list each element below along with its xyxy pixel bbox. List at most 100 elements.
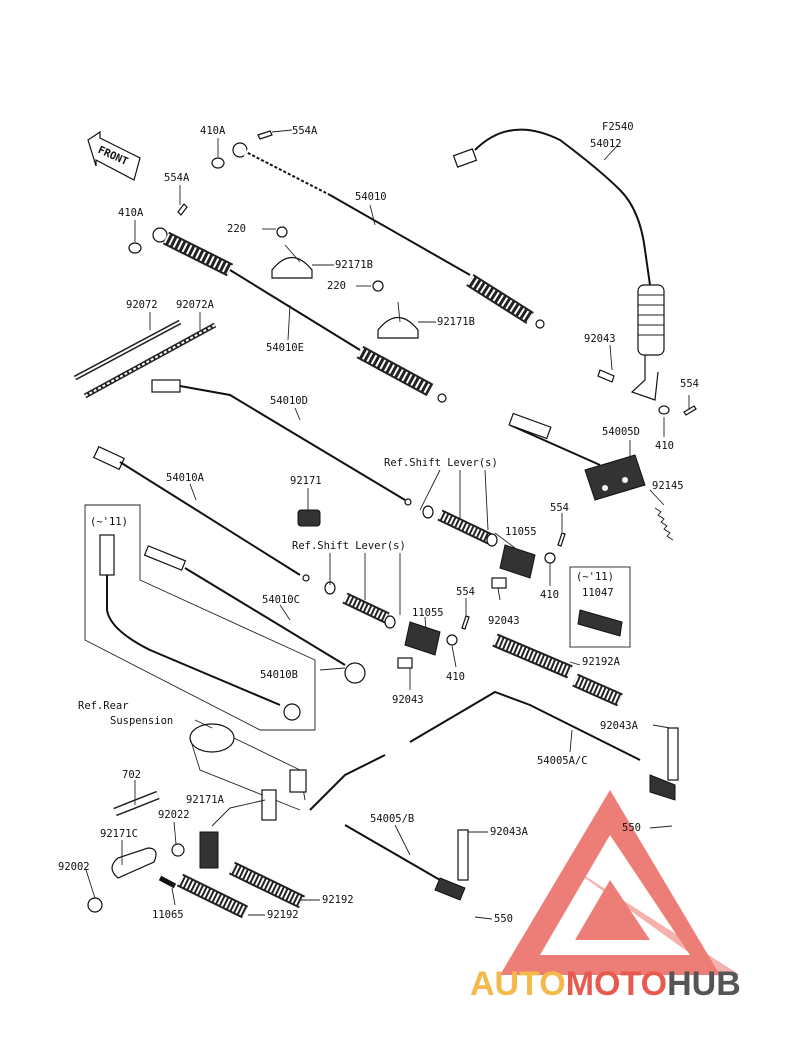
label-554-right: 554: [680, 378, 699, 390]
label-554A-mid: 554A: [164, 172, 190, 184]
pin-11065[interactable]: [158, 875, 177, 889]
label-92043A-b: 92043A: [490, 826, 529, 838]
label-410-low: 410: [446, 671, 465, 683]
cable-54010C[interactable]: [143, 545, 366, 684]
grommet-92171[interactable]: [297, 509, 321, 527]
label-220-a: 220: [227, 223, 246, 235]
pin-554A-top[interactable]: [257, 130, 273, 140]
label-92022: 92022: [158, 809, 190, 821]
label-54010A: 54010A: [166, 472, 205, 484]
bracket-92171C[interactable]: [199, 831, 219, 869]
automotohub-logo: [500, 790, 740, 975]
figure-code: F2540: [602, 121, 634, 133]
label-ref-shift-lever-1: Ref.Shift Lever(s): [384, 457, 498, 469]
cable-54005B[interactable]: [309, 754, 469, 901]
label-92171: 92171: [290, 475, 322, 487]
cable-tie-92072A[interactable]: [83, 322, 217, 399]
group-box-54010B: [84, 504, 316, 731]
washer-410-low[interactable]: [446, 634, 458, 646]
label-54005B: 54005/B: [370, 813, 414, 825]
pin-92043-top[interactable]: [597, 369, 615, 383]
label-410-mid: 410: [540, 589, 559, 601]
joint-11055-a[interactable]: [491, 544, 536, 589]
label-54010C: 54010C: [262, 594, 300, 606]
label-54010: 54010: [355, 191, 387, 203]
spring-92145[interactable]: [654, 507, 674, 541]
label-92002: 92002: [58, 861, 90, 873]
label-54005AC: 54005A/C: [537, 755, 588, 767]
label-92192A: 92192A: [582, 656, 621, 668]
label-92145: 92145: [652, 480, 684, 492]
clamp-92171A[interactable]: [261, 789, 277, 821]
pin-554-low[interactable]: [461, 615, 470, 630]
part-11047[interactable]: [577, 609, 623, 637]
label-550-a: 550: [622, 822, 641, 834]
cable-54012[interactable]: [452, 128, 665, 401]
label-92043A-a: 92043A: [600, 720, 639, 732]
label-554-mid: 554: [550, 502, 569, 514]
front-arrow-icon: FRONT: [87, 130, 141, 181]
spring-set-shift-2[interactable]: [324, 581, 396, 629]
brand-hub: HUB: [667, 965, 741, 1003]
label-54010B: 54010B: [260, 669, 298, 681]
washer-410A-mid[interactable]: [128, 242, 142, 254]
washer-410-right[interactable]: [658, 405, 670, 415]
label-ref-rear-1: Ref.Rear: [78, 700, 129, 712]
label-410A-mid: 410A: [118, 207, 144, 219]
label-92043-top: 92043: [584, 333, 616, 345]
cable-54005AC[interactable]: [409, 690, 679, 801]
cable-54010A[interactable]: [92, 445, 310, 582]
label-11055-b: 11055: [412, 607, 444, 619]
label-11065: 11065: [152, 909, 184, 921]
label-92043-mid: 92043: [488, 615, 520, 627]
label-tilde11-a: (~'11): [90, 516, 128, 528]
washer-410-mid[interactable]: [544, 552, 556, 564]
cable-54010[interactable]: [232, 142, 545, 329]
label-550-b: 550: [494, 913, 513, 925]
boot-92192-a[interactable]: [228, 861, 306, 909]
boot-92192A[interactable]: [492, 633, 623, 707]
label-92192-a: 92192: [322, 894, 354, 906]
pin-554A-mid[interactable]: [177, 203, 188, 216]
boot-92192-b[interactable]: [176, 873, 249, 919]
svg-text:AUTOMOTOHUB: AUTOMOTOHUB: [470, 965, 741, 1003]
label-702: 702: [122, 769, 141, 781]
label-tilde11-b: (~'11): [576, 571, 614, 583]
label-220-b: 220: [327, 280, 346, 292]
washer-92022[interactable]: [171, 843, 185, 857]
washer-410A-top[interactable]: [211, 157, 225, 169]
cable-54010B[interactable]: [99, 534, 301, 721]
label-410A-top: 410A: [200, 125, 226, 137]
rear-suspension-ref: [189, 723, 307, 811]
bolt-92002[interactable]: [87, 897, 103, 913]
bracket-54005D[interactable]: [508, 412, 646, 501]
brand-auto: AUTO: [470, 965, 566, 1003]
label-92171B-a: 92171B: [335, 259, 373, 271]
label-54010E: 54010E: [266, 342, 304, 354]
brand-moto: MOTO: [566, 965, 667, 1003]
label-ref-rear-2: Suspension: [110, 715, 173, 727]
leader-lines: [85, 129, 690, 920]
label-54005D: 54005D: [602, 426, 640, 438]
spring-set-shift-1[interactable]: [422, 505, 498, 547]
cable-tie-92072[interactable]: [73, 319, 182, 381]
label-92192-b: 92192: [267, 909, 299, 921]
joint-11055-b[interactable]: [397, 621, 441, 669]
automotohub-wordmark: AUTOMOTOHUB: [470, 965, 741, 1003]
label-554-low: 554: [456, 586, 475, 598]
cable-54010E[interactable]: [152, 227, 447, 403]
label-92171A: 92171A: [186, 794, 225, 806]
clamp-92171B-b[interactable]: [372, 280, 419, 339]
cable-54010D[interactable]: [151, 379, 412, 506]
pin-554-mid[interactable]: [557, 532, 566, 547]
pin-554-right[interactable]: [683, 405, 697, 416]
label-92072: 92072: [126, 299, 158, 311]
label-92043-low: 92043: [392, 694, 424, 706]
label-11047: 11047: [582, 587, 614, 599]
label-92171B-b: 92171B: [437, 316, 475, 328]
clamp-92171B-a[interactable]: [271, 226, 313, 279]
label-410-right: 410: [655, 440, 674, 452]
label-54010D: 54010D: [270, 395, 308, 407]
